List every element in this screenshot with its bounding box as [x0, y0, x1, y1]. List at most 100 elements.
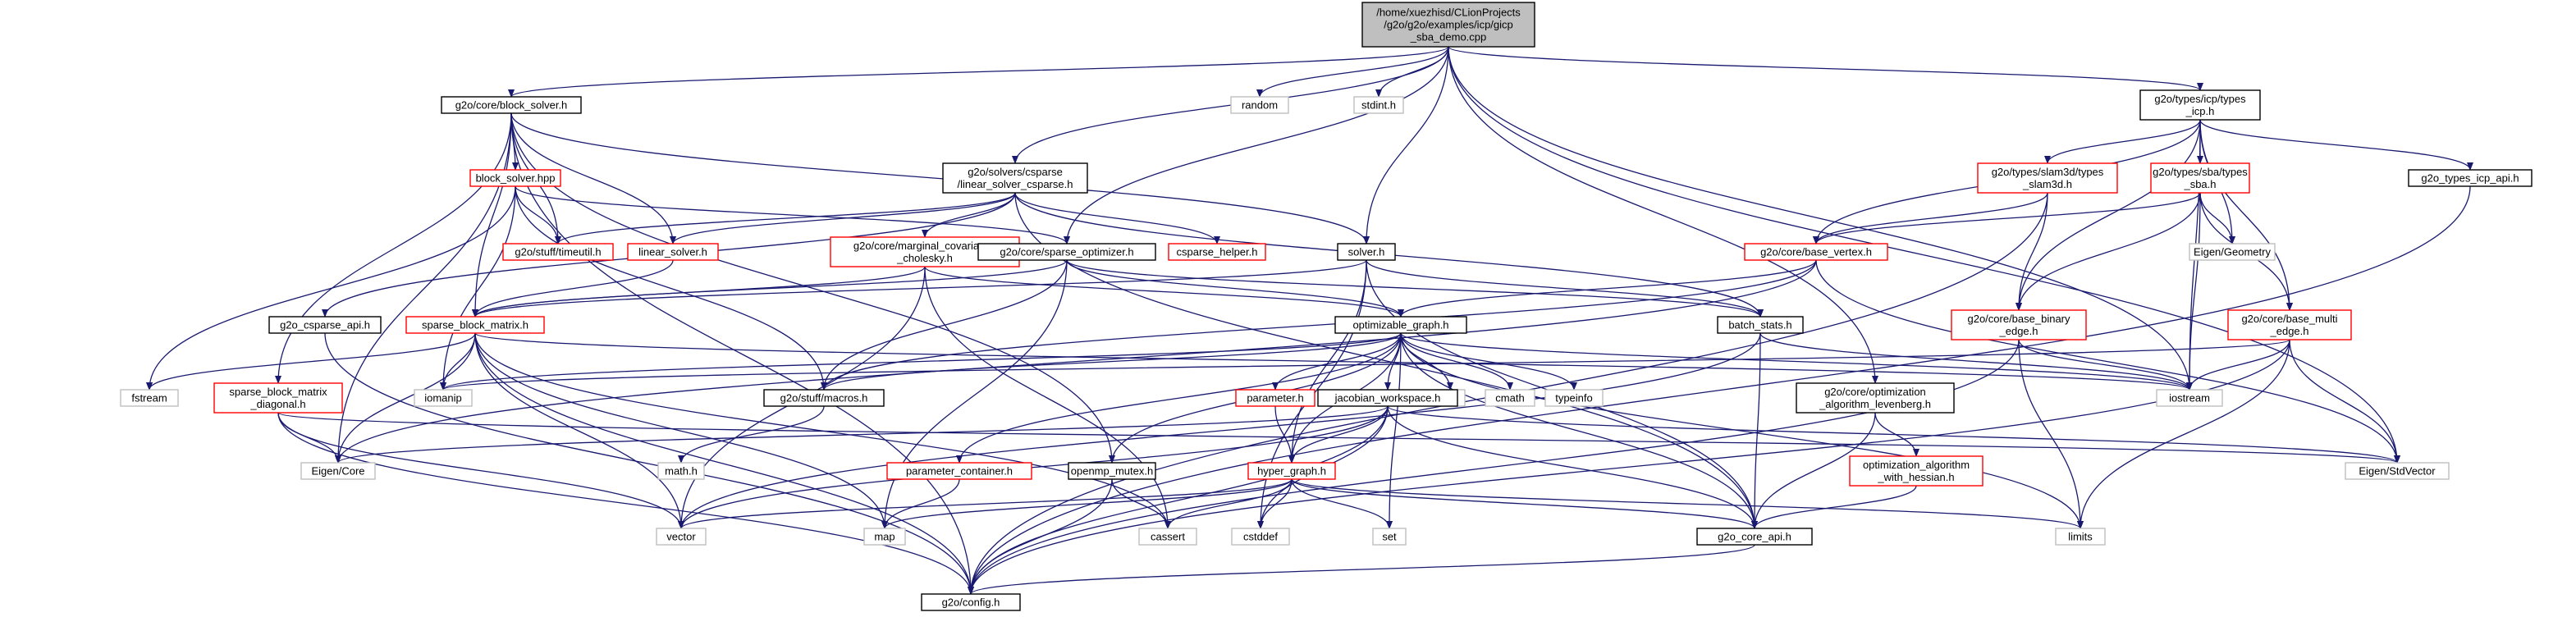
node-linear-solver-csparse[interactable]: g2o/solvers/csparse/linear_solver_cspars… — [942, 162, 1088, 194]
node-root[interactable]: /home/xuezhisd/CLionProjects/g2o/g2o/exa… — [1361, 2, 1535, 48]
node-types-sba[interactable]: g2o/types/sba/types_sba.h — [2150, 162, 2250, 194]
include-edge-jacobian_ws-to-hyper_graph — [1288, 405, 1389, 464]
node-box — [1361, 2, 1535, 48]
include-edge-sparse_block_matrix-to-iomanip — [440, 332, 476, 391]
include-edge-optimizable_graph-to-parameter — [1272, 332, 1402, 391]
node-label: g2o/core/marginal_covariance — [853, 240, 996, 252]
include-edge-sparse_optimizer-to-macros — [821, 259, 1068, 391]
node-batch-stats[interactable]: batch_stats.h — [1717, 316, 1804, 334]
include-edge-types_icp-to-types_slam3d — [2044, 119, 2201, 164]
include-edge-types_slam3d-to-base_binary_edge — [2016, 192, 2048, 311]
node-types-icp-api[interactable]: g2o_types_icp_api.h — [2408, 169, 2533, 187]
node-optimizable-graph[interactable]: optimizable_graph.h — [1334, 316, 1467, 334]
include-edge-marginal_cov-to-cassert — [924, 266, 1171, 529]
include-edge-sbm_diagonal-to-config — [277, 412, 974, 595]
node-sbm-diagonal[interactable]: sparse_block_matrix_diagonal.h — [213, 382, 343, 414]
include-edge-root-to-random — [1256, 46, 1449, 98]
include-edge-root-to-block_solver_h — [508, 46, 1449, 98]
include-edge-hyper_graph-to-core_api — [1291, 478, 1758, 529]
node-box — [1849, 455, 1983, 487]
node-label: openmp_mutex.h — [1071, 465, 1153, 478]
node-box — [1235, 389, 1315, 407]
node-block-solver-h[interactable]: g2o/core/block_solver.h — [441, 96, 582, 114]
node-label: _cholesky.h — [896, 252, 953, 264]
node-timeutil[interactable]: g2o/stuff/timeutil.h — [502, 243, 614, 261]
include-edge-sparse_optimizer-to-batch_stats — [1066, 259, 1764, 318]
node-box — [2345, 462, 2450, 480]
node-block-solver-hpp[interactable]: block_solver.hpp — [469, 169, 561, 187]
node-iostream: iostream — [2156, 389, 2223, 407]
include-edge-hyper_graph-to-cassert — [1164, 478, 1293, 529]
include-edge-optimizable_graph-to-parameter_container — [956, 332, 1402, 464]
node-openmp-mutex[interactable]: openmp_mutex.h — [1068, 462, 1156, 480]
include-edge-linear_solver_csparse-to-linear_solver — [670, 192, 1016, 245]
node-label: optimization_algorithm — [1863, 459, 1970, 471]
node-box — [1485, 389, 1535, 407]
node-map: map — [863, 528, 906, 546]
node-label: g2o/core/base_binary — [1967, 313, 2070, 325]
include-edge-sparse_block_matrix-to-iostream — [474, 332, 2193, 391]
node-sparse-optimizer[interactable]: g2o/core/sparse_optimizer.h — [977, 243, 1156, 261]
node-base-multi-edge[interactable]: g2o/core/base_multi_edge.h — [2227, 309, 2352, 340]
node-opt-lm[interactable]: g2o/core/optimization_algorithm_levenber… — [1796, 382, 1955, 414]
node-csparse-helper[interactable]: csparse_helper.h — [1168, 243, 1266, 261]
node-parameter-container[interactable]: parameter_container.h — [886, 462, 1032, 480]
node-csparse-api[interactable]: g2o_csparse_api.h — [268, 316, 382, 334]
node-box — [1334, 316, 1467, 334]
node-box — [414, 389, 473, 407]
node-label: g2o_csparse_api.h — [280, 319, 370, 331]
node-box — [268, 316, 382, 334]
node-label: hyper_graph.h — [1257, 465, 1326, 478]
node-label: g2o_core_api.h — [1718, 531, 1791, 543]
node-solver-h[interactable]: solver.h — [1337, 243, 1396, 261]
node-label: cassert — [1151, 531, 1185, 543]
node-label: set — [1382, 531, 1397, 543]
include-edge-types_icp-to-base_multi_edge — [2199, 119, 2293, 311]
node-label: vector — [666, 531, 696, 543]
node-label: _with_hessian.h — [1877, 471, 1954, 483]
include-edge-optimizable_graph-to-cmath — [1400, 332, 1513, 391]
node-eigen-geometry: Eigen/Geometry — [2189, 243, 2276, 261]
node-base-binary-edge[interactable]: g2o/core/base_binary_edge.h — [1951, 309, 2087, 340]
node-cmath: cmath — [1485, 389, 1535, 407]
include-edge-base_binary_edge-to-iostream — [2018, 339, 2193, 391]
include-edge-hyper_graph-to-limits — [1291, 478, 2084, 529]
node-typeinfo: typeinfo — [1544, 389, 1604, 407]
node-macros[interactable]: g2o/stuff/macros.h — [763, 389, 885, 407]
node-box — [300, 462, 376, 480]
include-edge-sparse_block_matrix-to-eigen_core — [335, 332, 476, 464]
node-hyper-graph[interactable]: hyper_graph.h — [1247, 462, 1336, 480]
node-label: g2o/core/block_solver.h — [455, 99, 568, 112]
node-sparse-block-matrix[interactable]: sparse_block_matrix.h — [405, 316, 545, 334]
include-edge-sbm_diagonal-to-eigen_stdvector — [277, 412, 2400, 464]
include-edge-linear_solver-to-sparse_block_matrix — [472, 259, 674, 318]
node-box — [921, 593, 1021, 611]
node-linear-solver[interactable]: linear_solver.h — [627, 243, 719, 261]
include-edge-types_icp-to-base_binary_edge — [2016, 119, 2201, 311]
node-label: jacobian_workspace.h — [1334, 392, 1441, 404]
node-fstream: fstream — [120, 389, 179, 407]
include-edge-block_solver_hpp-to-iomanip — [440, 185, 516, 391]
node-types-icp[interactable]: g2o/types/icp/types_icp.h — [2139, 89, 2261, 121]
node-label: _diagonal.h — [249, 398, 305, 410]
include-edge-parameter-to-hyper_graph — [1274, 405, 1295, 464]
include-edge-hyper_graph-to-set — [1291, 478, 1393, 529]
node-types-slam3d[interactable]: g2o/types/slam3d/types_slam3d.h — [1977, 162, 2118, 194]
node-box — [2408, 169, 2533, 187]
node-limits: limits — [2055, 528, 2106, 546]
node-label: _icp.h — [2185, 105, 2215, 117]
node-jacobian-ws[interactable]: jacobian_workspace.h — [1317, 389, 1458, 407]
node-parameter[interactable]: parameter.h — [1235, 389, 1315, 407]
node-base-vertex[interactable]: g2o/core/base_vertex.h — [1744, 243, 1888, 261]
node-box — [1977, 162, 2118, 194]
node-eigen-stdvector: Eigen/StdVector — [2345, 462, 2450, 480]
include-edge-root-to-eigen_stdvector — [1448, 46, 2400, 464]
node-config[interactable]: g2o/config.h — [921, 593, 1021, 611]
node-label: Eigen/Geometry — [2194, 246, 2271, 258]
node-opt-hessian[interactable]: optimization_algorithm_with_hessian.h — [1849, 455, 1983, 487]
node-box — [1696, 528, 1813, 546]
include-edge-optimizable_graph-to-typeinfo — [1400, 332, 1577, 391]
node-label: _edge.h — [1999, 325, 2038, 337]
node-core-api[interactable]: g2o_core_api.h — [1696, 528, 1813, 546]
node-box — [1544, 389, 1604, 407]
